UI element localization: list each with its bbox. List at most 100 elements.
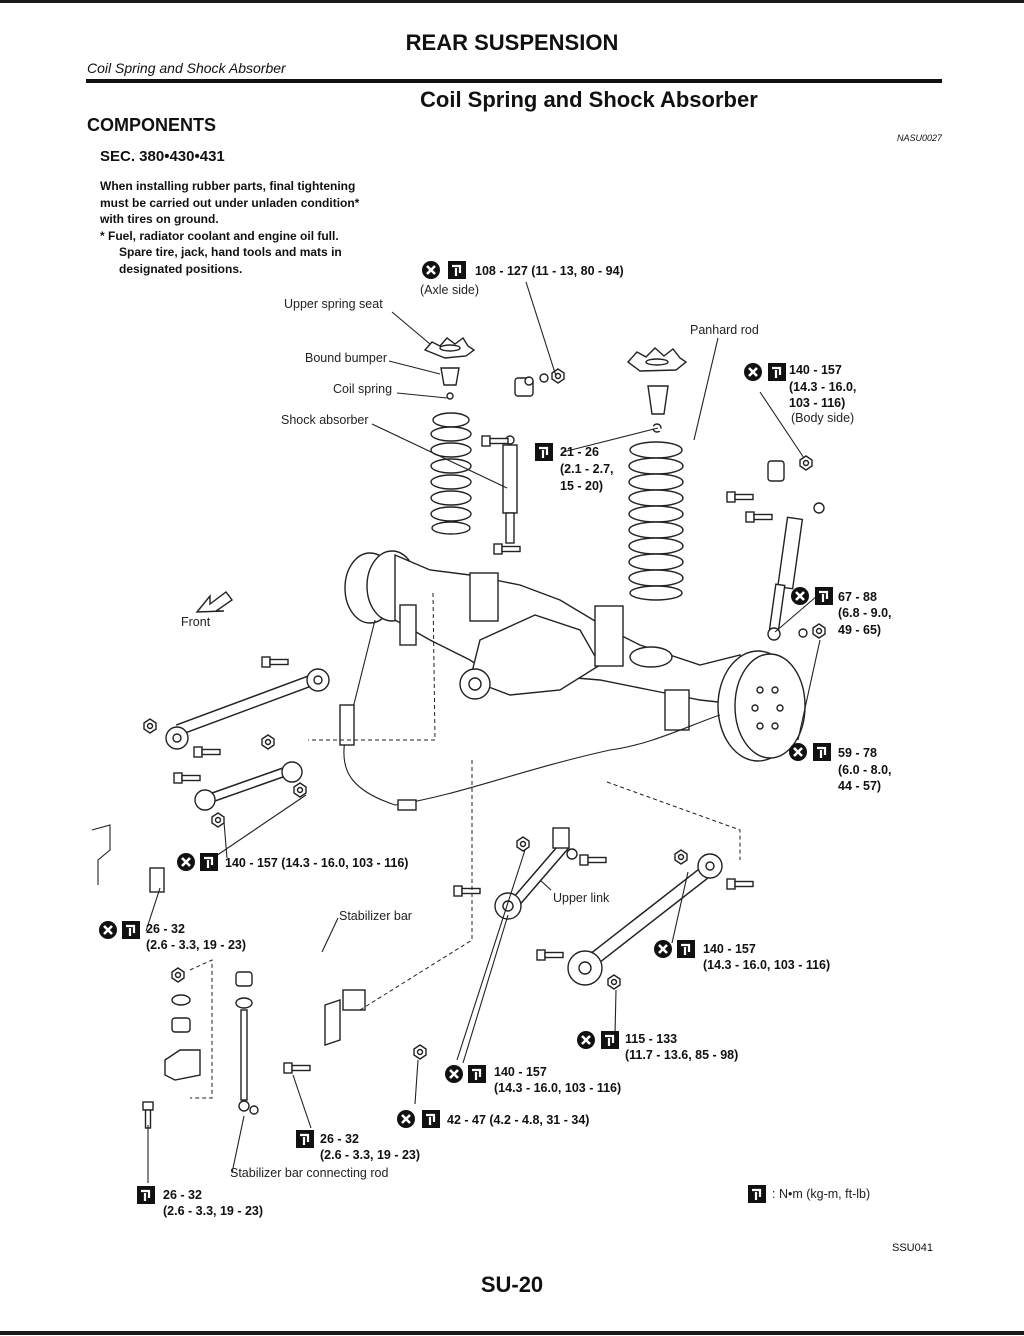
torque-icon bbox=[811, 741, 833, 763]
torque-value: 140 - 157 bbox=[703, 942, 756, 956]
torque-value: 26 - 32 bbox=[163, 1188, 202, 1202]
torque-value: 42 - 47 (4.2 - 4.8, 31 - 34) bbox=[447, 1113, 589, 1127]
upper-spring-seat-left bbox=[423, 336, 476, 359]
figure-code: SSU041 bbox=[892, 1242, 933, 1254]
note-line: with tires on ground. bbox=[100, 212, 219, 226]
torque-icon bbox=[766, 361, 788, 383]
no-reuse-icon bbox=[787, 741, 809, 763]
label-stabilizer-connecting-rod: Stabilizer bar connecting rod bbox=[230, 1166, 388, 1180]
upper-spring-seat-right bbox=[626, 347, 688, 372]
torque-value: 140 - 157 bbox=[789, 363, 842, 377]
torque-icon bbox=[675, 938, 697, 960]
torque-icon bbox=[198, 851, 220, 873]
note-line: must be carried out under unladen condit… bbox=[100, 195, 360, 210]
lower-link-lower-left bbox=[173, 734, 307, 828]
torque-value: (2.6 - 3.3, 19 - 23) bbox=[163, 1204, 263, 1218]
torque-icon bbox=[533, 441, 555, 463]
page-header-subtitle: Coil Spring and Shock Absorber bbox=[87, 60, 286, 76]
label-front: Front bbox=[181, 615, 211, 629]
shock-absorber-right bbox=[726, 491, 826, 641]
bottom-border bbox=[0, 1331, 1024, 1335]
bound-bumper-right bbox=[647, 385, 669, 433]
stabilizer-bracket bbox=[142, 959, 213, 1129]
torque-icon bbox=[135, 1184, 157, 1206]
label-bound-bumper: Bound bumper bbox=[305, 351, 387, 365]
torque-value: (6.0 - 8.0, bbox=[838, 763, 892, 777]
torque-value: (2.1 - 2.7, bbox=[560, 462, 614, 476]
label-upper-spring-seat: Upper spring seat bbox=[284, 297, 383, 311]
torque-icon bbox=[466, 1063, 488, 1085]
torque-value: 140 - 157 bbox=[494, 1065, 547, 1079]
no-reuse-icon bbox=[395, 1108, 417, 1130]
front-arrow-icon bbox=[195, 591, 233, 613]
torque-note: (Axle side) bbox=[420, 283, 479, 297]
upper-link bbox=[453, 827, 607, 920]
coil-spring-right bbox=[628, 441, 684, 601]
torque-value: 26 - 32 bbox=[146, 922, 185, 936]
page-number: SU-20 bbox=[480, 1272, 544, 1297]
rear-axle-housing bbox=[344, 550, 806, 762]
reference-code: NASU0027 bbox=[896, 133, 942, 143]
page-header-title: REAR SUSPENSION bbox=[405, 30, 619, 55]
torque-value: 140 - 157 (14.3 - 16.0, 103 - 116) bbox=[225, 856, 408, 870]
no-reuse-icon bbox=[97, 919, 119, 941]
torque-note: (Body side) bbox=[791, 411, 854, 425]
header-rule bbox=[86, 79, 942, 83]
no-reuse-icon bbox=[789, 585, 811, 607]
torque-value: 103 - 116) bbox=[789, 396, 845, 410]
label-panhard-rod: Panhard rod bbox=[690, 323, 759, 337]
torque-value: (6.8 - 9.0, bbox=[838, 606, 892, 620]
brake-cable bbox=[339, 619, 721, 811]
torque-value: 115 - 133 bbox=[625, 1032, 677, 1046]
no-reuse-icon bbox=[652, 938, 674, 960]
stabilizer-connecting-rod bbox=[235, 971, 259, 1115]
torque-icon bbox=[446, 259, 468, 281]
torque-value: (14.3 - 16.0, 103 - 116) bbox=[494, 1081, 621, 1095]
label-coil-spring: Coil spring bbox=[333, 382, 392, 396]
torque-icon bbox=[746, 1183, 768, 1205]
coil-spring-left bbox=[430, 412, 472, 535]
section-title: Coil Spring and Shock Absorber bbox=[420, 87, 758, 112]
components-heading: COMPONENTS bbox=[87, 115, 217, 135]
label-shock-absorber: Shock absorber bbox=[281, 413, 369, 427]
torque-value: (14.3 - 16.0, bbox=[789, 380, 856, 394]
torque-value: 67 - 88 bbox=[838, 590, 877, 604]
torque-icon bbox=[120, 919, 142, 941]
lower-link-upper-left bbox=[143, 656, 330, 758]
note-line: Spare tire, jack, hand tools and mats in bbox=[119, 245, 342, 259]
torque-value: (2.6 - 3.3, 19 - 23) bbox=[146, 938, 246, 952]
shock-absorber-left bbox=[481, 435, 521, 555]
torque-value: 15 - 20) bbox=[560, 479, 603, 493]
torque-value: (2.6 - 3.3, 19 - 23) bbox=[320, 1148, 420, 1162]
note-line: * Fuel, radiator coolant and engine oil … bbox=[100, 228, 339, 243]
panhard-rod bbox=[514, 368, 813, 482]
torque-value: (14.3 - 16.0, 103 - 116) bbox=[703, 958, 830, 972]
no-reuse-icon bbox=[575, 1029, 597, 1051]
note-line: designated positions. bbox=[119, 261, 243, 276]
note-line: When installing rubber parts, final tigh… bbox=[100, 179, 356, 193]
label-stabilizer-bar: Stabilizer bar bbox=[339, 909, 412, 923]
torque-value: 59 - 78 bbox=[838, 746, 877, 760]
lower-link-right bbox=[536, 849, 754, 990]
torque-value: 26 - 32 bbox=[320, 1132, 359, 1146]
sec-numbers: SEC. 380•430•431 bbox=[100, 148, 225, 165]
torque-value: 21 - 26 bbox=[560, 445, 599, 459]
label-upper-link: Upper link bbox=[553, 891, 610, 905]
torque-value: 108 - 127 (11 - 13, 80 - 94) bbox=[475, 264, 624, 278]
no-reuse-icon bbox=[175, 851, 197, 873]
no-reuse-icon bbox=[742, 361, 764, 383]
torque-value: 44 - 57) bbox=[838, 779, 881, 793]
torque-value: 49 - 65) bbox=[838, 623, 881, 637]
torque-icon bbox=[294, 1128, 316, 1150]
no-reuse-icon bbox=[420, 259, 442, 281]
torque-value: (11.7 - 13.6, 85 - 98) bbox=[625, 1048, 738, 1062]
bound-bumper-left bbox=[440, 367, 460, 400]
torque-icon bbox=[599, 1029, 621, 1051]
no-reuse-icon bbox=[443, 1063, 465, 1085]
torque-icon bbox=[813, 585, 835, 607]
installation-note: When installing rubber parts, final tigh… bbox=[100, 178, 359, 277]
torque-units-legend: : N•m (kg-m, ft-lb) bbox=[772, 1187, 870, 1201]
top-border bbox=[0, 0, 1024, 3]
stabilizer-bar bbox=[91, 824, 430, 1074]
